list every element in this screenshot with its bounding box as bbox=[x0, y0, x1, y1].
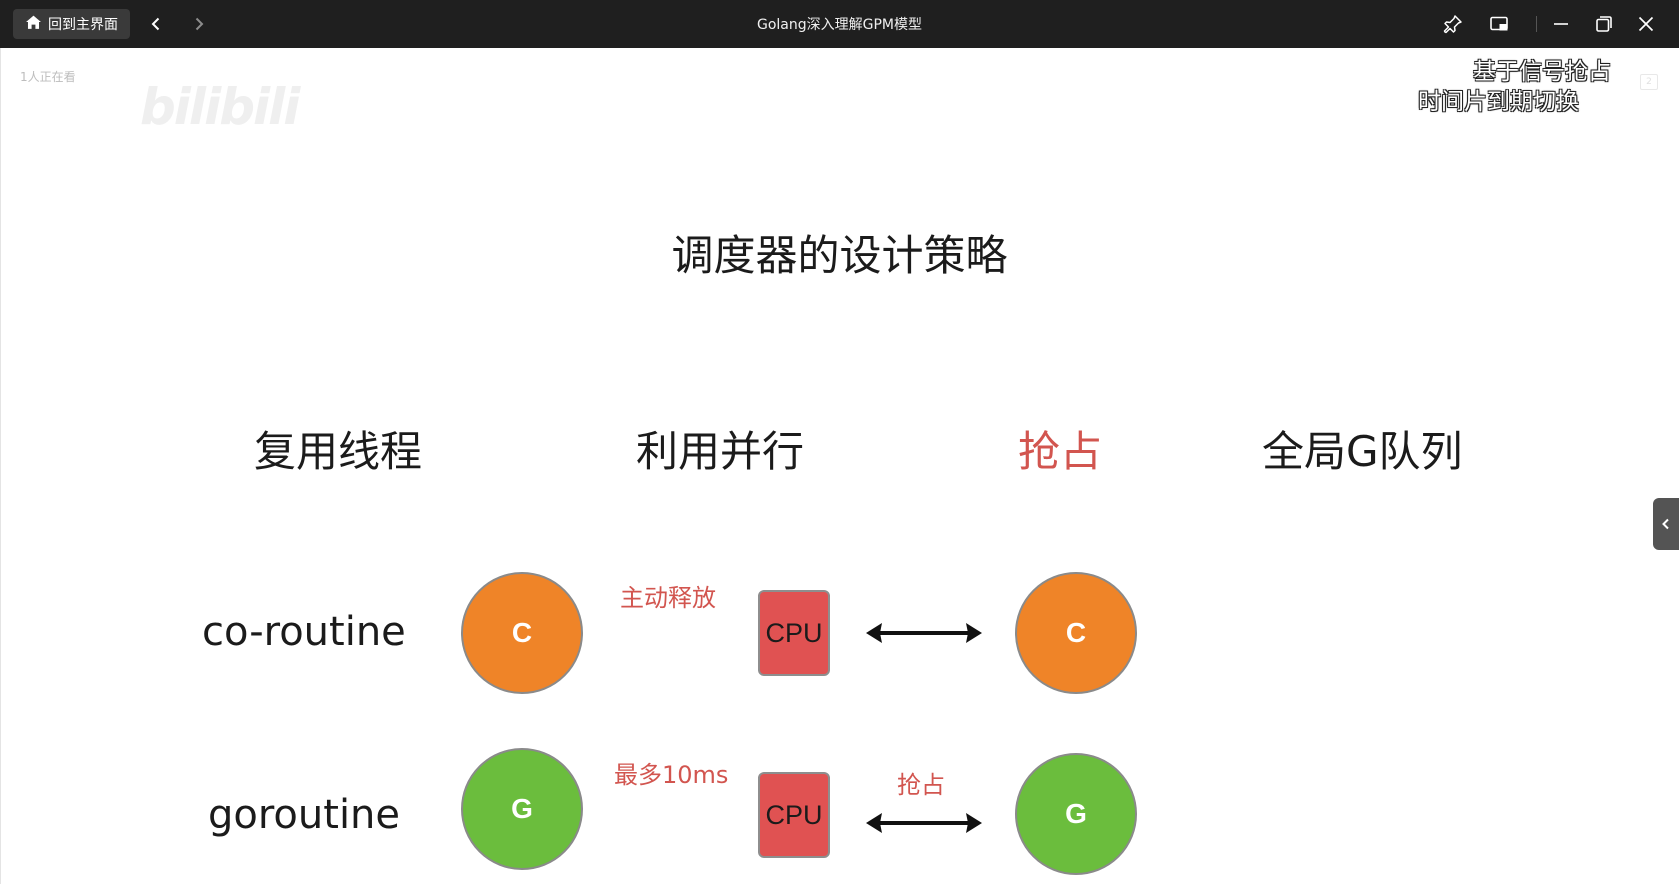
coroutine-circle-left: C bbox=[461, 572, 583, 694]
restore-icon[interactable] bbox=[1592, 12, 1616, 36]
home-button-label: 回到主界面 bbox=[48, 17, 118, 33]
home-icon bbox=[25, 14, 42, 35]
note-voluntary-release: 主动释放 bbox=[620, 584, 716, 612]
row-label-coroutine: co-routine bbox=[202, 609, 406, 655]
minimize-icon[interactable] bbox=[1549, 12, 1573, 36]
viewer-count: 1人正在看 bbox=[20, 70, 76, 84]
collapse-panel-icon bbox=[1660, 515, 1672, 534]
home-button[interactable]: 回到主界面 bbox=[13, 9, 130, 39]
forward-arrow-icon[interactable] bbox=[187, 12, 211, 36]
danmaku-comment: 基于信号抢占 bbox=[1473, 59, 1611, 85]
note-max-10ms: 最多10ms bbox=[614, 761, 729, 789]
side-panel-toggle[interactable] bbox=[1653, 498, 1679, 550]
note-preempt: 抢占 bbox=[897, 771, 945, 799]
video-player[interactable] bbox=[0, 48, 1679, 884]
toolbar-divider bbox=[1536, 16, 1537, 32]
bilibili-watermark: bilibili bbox=[140, 78, 300, 136]
danmaku-comment: 时间片到期切换 bbox=[1418, 89, 1579, 115]
cpu-box: CPU bbox=[758, 772, 830, 858]
title-bar: 回到主界面 Golang深入理解GPM模型 bbox=[0, 0, 1679, 48]
back-arrow-icon[interactable] bbox=[144, 12, 168, 36]
goroutine-circle-right: G bbox=[1015, 753, 1137, 875]
goroutine-circle-left: G bbox=[461, 748, 583, 870]
slide-title: 调度器的设计策略 bbox=[671, 231, 1008, 280]
coroutine-circle-right: C bbox=[1015, 572, 1137, 694]
window-title: Golang深入理解GPM模型 bbox=[756, 17, 922, 33]
strategy-parallelism: 利用并行 bbox=[636, 427, 805, 476]
strategy-preemption: 抢占 bbox=[1018, 427, 1103, 476]
corner-badge-icon: 2 bbox=[1640, 74, 1658, 90]
row-label-goroutine: goroutine bbox=[208, 792, 401, 838]
picture-in-picture-icon[interactable] bbox=[1487, 12, 1511, 36]
double-arrow-icon bbox=[866, 813, 982, 833]
strategy-reuse-threads: 复用线程 bbox=[254, 427, 423, 476]
strategy-global-g-queue: 全局G队列 bbox=[1262, 427, 1463, 476]
cpu-box: CPU bbox=[758, 590, 830, 676]
close-icon[interactable] bbox=[1634, 12, 1658, 36]
double-arrow-icon bbox=[866, 623, 982, 643]
pin-icon[interactable] bbox=[1441, 12, 1465, 36]
